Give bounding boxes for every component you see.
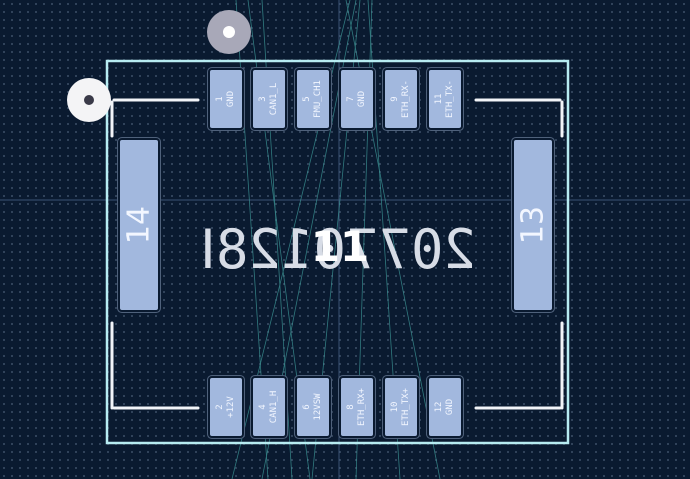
- courtyard-outline: [105, 59, 570, 445]
- pad-14[interactable]: 14: [120, 140, 158, 310]
- pad-bottom-2[interactable]: 2+12V: [210, 378, 242, 436]
- pad-13[interactable]: 13: [514, 140, 552, 310]
- pad-number-14: 14: [121, 205, 157, 245]
- silkscreen-outline: [110, 98, 564, 410]
- pad-label: 2+12V: [215, 396, 236, 418]
- component-value: 11: [310, 222, 370, 271]
- pad-number-13: 13: [515, 205, 551, 245]
